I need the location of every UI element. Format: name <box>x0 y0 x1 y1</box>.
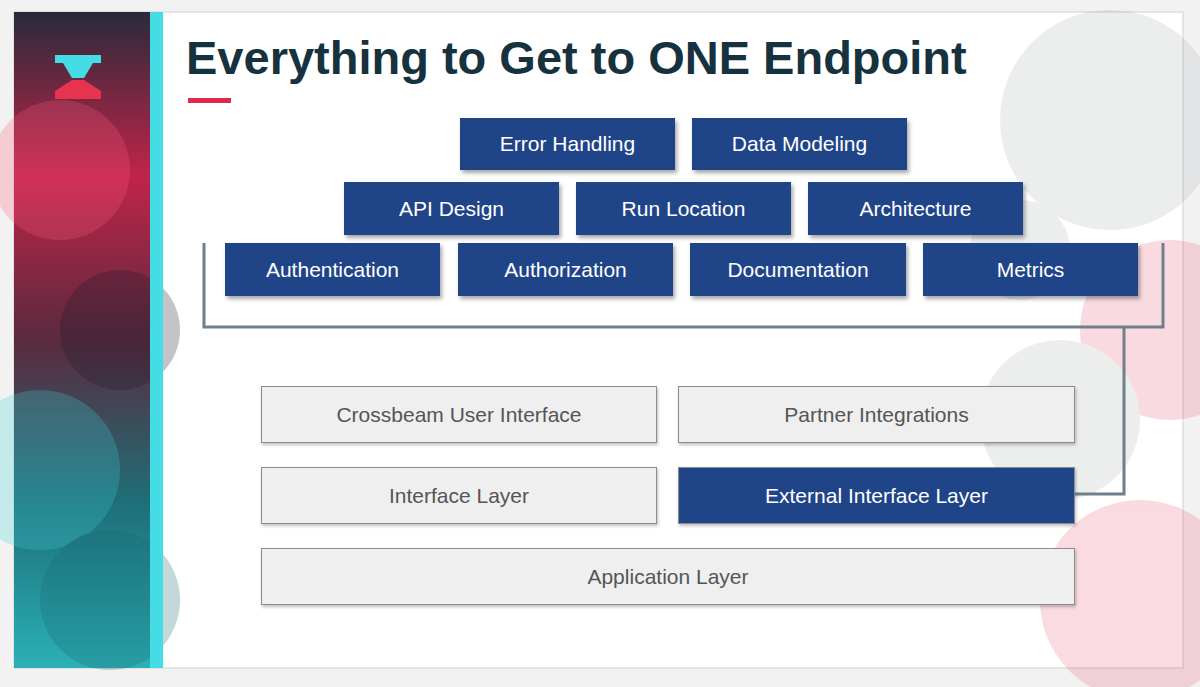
slide-title: Everything to Get to ONE Endpoint <box>186 30 967 85</box>
topic-box: Documentation <box>690 243 906 296</box>
box-label: Documentation <box>727 258 868 282</box>
box-label: Metrics <box>997 258 1065 282</box>
topic-box: Architecture <box>808 182 1023 235</box>
layer-box: Interface Layer <box>261 467 657 524</box>
topic-box: External Interface Layer <box>678 467 1075 524</box>
topic-box: Metrics <box>923 243 1138 296</box>
box-label: Interface Layer <box>389 484 529 508</box>
layer-box: Application Layer <box>261 548 1075 605</box>
box-label: Crossbeam User Interface <box>336 403 581 427</box>
topic-box: Error Handling <box>460 118 675 170</box>
topic-box: Run Location <box>576 182 791 235</box>
box-label: Application Layer <box>587 565 748 589</box>
layer-box: Partner Integrations <box>678 386 1075 443</box>
box-label: Data Modeling <box>732 132 867 156</box>
topic-box: Authentication <box>225 243 440 296</box>
topic-box: API Design <box>344 182 559 235</box>
box-label: Architecture <box>859 197 971 221</box>
topic-box: Data Modeling <box>692 118 907 170</box>
box-label: Run Location <box>622 197 746 221</box>
layer-box: Crossbeam User Interface <box>261 386 657 443</box>
topic-box: Authorization <box>458 243 673 296</box>
box-label: Authorization <box>504 258 627 282</box>
box-label: External Interface Layer <box>765 484 988 508</box>
box-label: Authentication <box>266 258 399 282</box>
box-label: Error Handling <box>500 132 635 156</box>
box-label: Partner Integrations <box>784 403 968 427</box>
box-label: API Design <box>399 197 504 221</box>
